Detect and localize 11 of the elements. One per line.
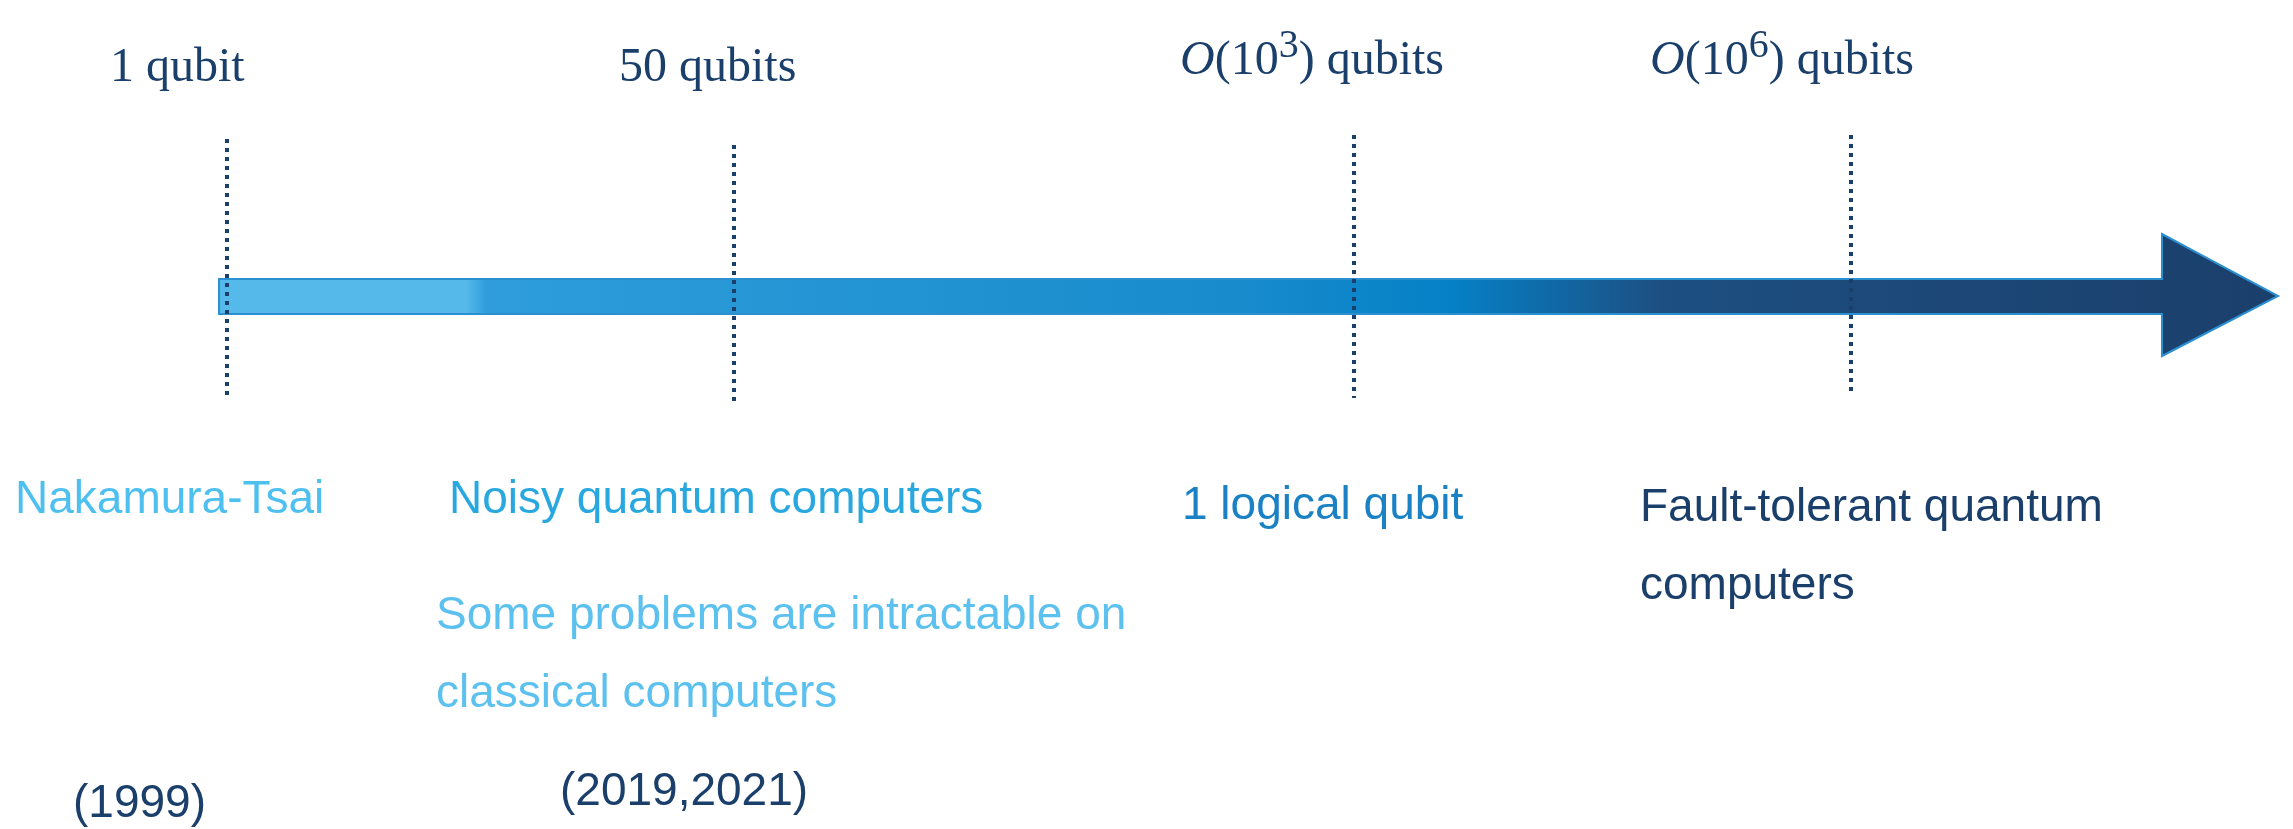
milestone-label: Fault-tolerant quantum computers xyxy=(1640,478,2104,611)
qubit-count-label: O(10$^{6}$) qubits xyxy=(1650,20,1914,87)
qubit-count-label: 50 qubits xyxy=(619,37,797,93)
year-label: (2019,2021) xyxy=(560,762,809,817)
qubit-count-label: 1 qubit xyxy=(110,37,245,93)
milestone-label: 1 logical qubit xyxy=(1182,476,1464,531)
year-label: (1999) xyxy=(73,774,206,829)
description-text: Some problems are intractable on classical computers xyxy=(436,586,1128,719)
milestone-label: Noisy quantum computers xyxy=(449,470,984,525)
qubit-count-label: O(10$^{3}$) qubits xyxy=(1180,20,1444,87)
milestone-label: Nakamura-Tsai xyxy=(15,470,325,525)
